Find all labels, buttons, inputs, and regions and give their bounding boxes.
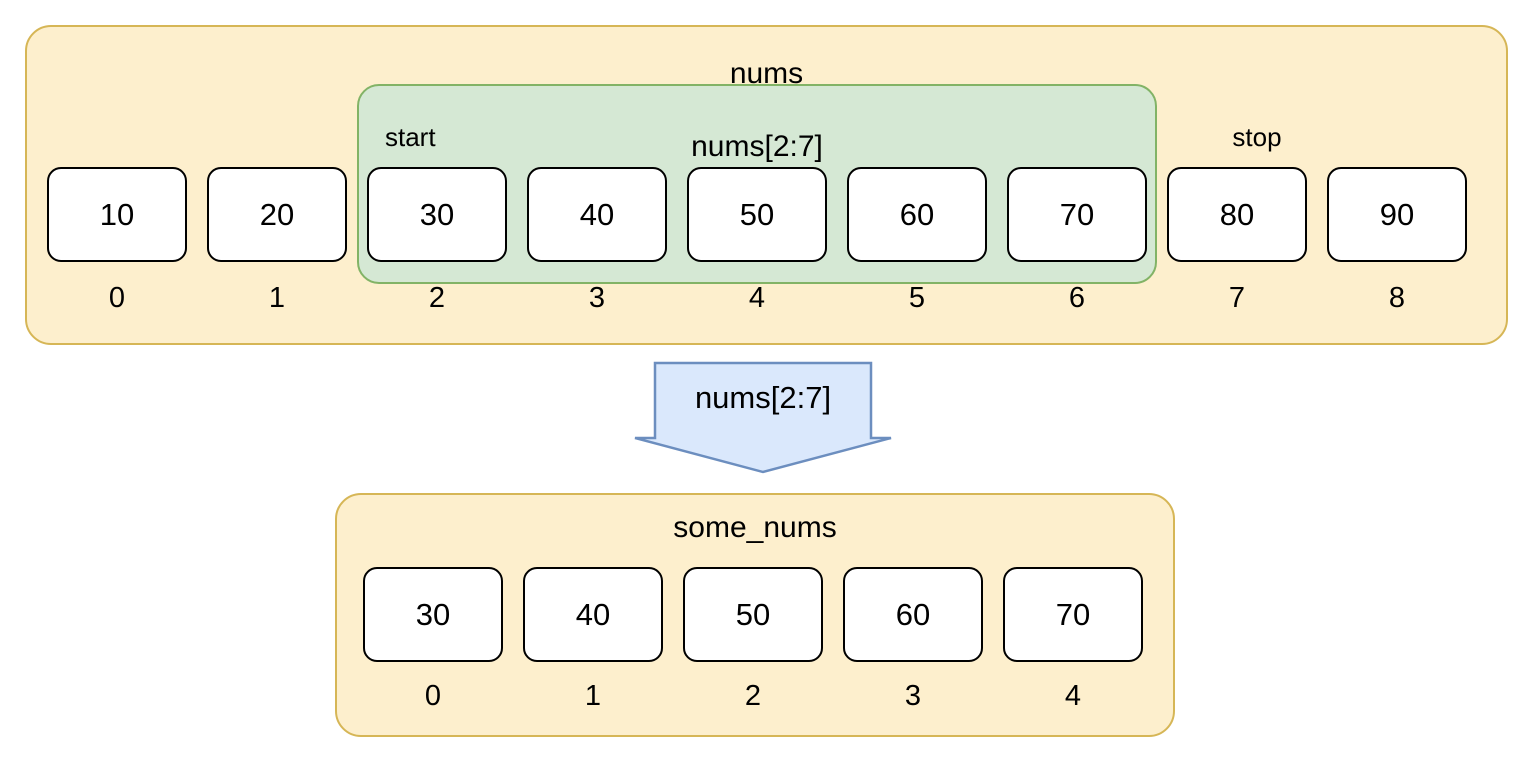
array-cell[interactable]: 60 — [847, 167, 987, 262]
array-index-label: 2 — [428, 282, 446, 314]
slice-region-title: nums[2:7] — [691, 130, 823, 163]
array-cell[interactable]: 80 — [1167, 167, 1307, 262]
array-index-label: 1 — [268, 282, 286, 314]
array-cell[interactable]: 30 — [367, 167, 507, 262]
array-index-label: 0 — [424, 680, 442, 712]
array-index-label: 7 — [1228, 282, 1246, 314]
array-cell[interactable]: 90 — [1327, 167, 1467, 262]
source-array-container: nums nums[2:7] start stop 10 20 30 40 50… — [25, 25, 1508, 345]
array-cell[interactable]: 50 — [687, 167, 827, 262]
array-cell[interactable]: 50 — [683, 567, 823, 662]
start-marker-label: start — [385, 122, 436, 152]
array-index-label: 2 — [744, 680, 762, 712]
array-cell[interactable]: 70 — [1003, 567, 1143, 662]
array-cell[interactable]: 30 — [363, 567, 503, 662]
array-cell[interactable]: 20 — [207, 167, 347, 262]
slice-operation-arrow: nums[2:7] — [633, 360, 893, 474]
array-index-label: 3 — [588, 282, 606, 314]
array-index-label: 3 — [904, 680, 922, 712]
result-array-title: some_nums — [673, 511, 837, 544]
array-index-label: 4 — [748, 282, 766, 314]
array-cell[interactable]: 40 — [523, 567, 663, 662]
array-index-label: 6 — [1068, 282, 1086, 314]
stop-marker-label: stop — [1232, 122, 1282, 152]
array-cell[interactable]: 70 — [1007, 167, 1147, 262]
array-index-label: 5 — [908, 282, 926, 314]
result-array-container: some_nums 30 40 50 60 70 0 1 2 3 4 — [335, 493, 1175, 737]
down-arrow-icon — [634, 361, 892, 474]
array-cell[interactable]: 10 — [47, 167, 187, 262]
array-cell[interactable]: 40 — [527, 167, 667, 262]
array-cell[interactable]: 60 — [843, 567, 983, 662]
array-index-label: 4 — [1064, 680, 1082, 712]
array-index-label: 0 — [108, 282, 126, 314]
array-index-label: 8 — [1388, 282, 1406, 314]
array-index-label: 1 — [584, 680, 602, 712]
